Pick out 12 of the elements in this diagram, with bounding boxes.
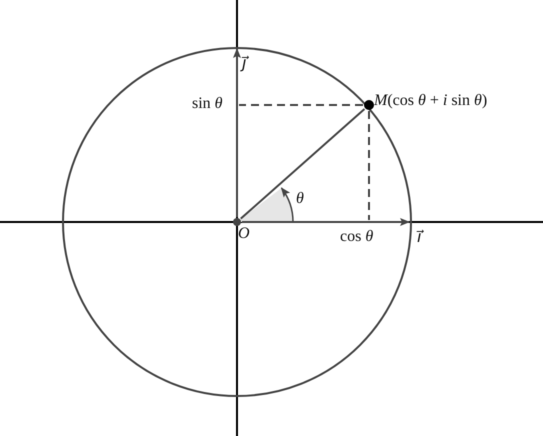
projection-line [239,104,363,106]
projection-line [368,111,370,220]
angle-label: θ [296,190,304,208]
vector-label: i⃗ [417,228,422,246]
radius-segment [240,108,366,220]
axis-value: sin θ [192,95,223,113]
vector-arrow [242,218,410,226]
point-label: O [238,225,250,243]
axis-value: cos θ [340,228,374,246]
vector-arrow [233,48,241,217]
point-label: M(cos θ + i sin θ) [374,92,488,110]
vector-label: j⃗ [242,54,246,72]
